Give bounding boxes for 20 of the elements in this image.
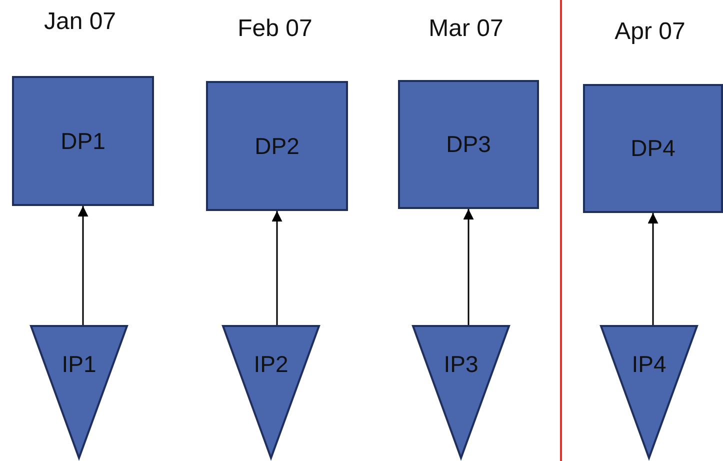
node-label: IP3 bbox=[444, 351, 478, 378]
node-label: DP3 bbox=[446, 131, 491, 158]
month-label: Feb 07 bbox=[238, 15, 312, 43]
process-box bbox=[583, 84, 723, 213]
arrow bbox=[272, 211, 282, 325]
node-label: DP4 bbox=[630, 135, 676, 162]
node-label: IP2 bbox=[254, 351, 288, 378]
node-label: IP4 bbox=[632, 351, 666, 378]
month-label: Apr 07 bbox=[614, 18, 686, 46]
month-label: Mar 07 bbox=[428, 15, 504, 43]
node-label: DP1 bbox=[60, 128, 106, 154]
process-box bbox=[12, 76, 154, 206]
process-box bbox=[398, 80, 539, 209]
process-box bbox=[206, 81, 348, 211]
arrow bbox=[78, 206, 88, 325]
node-label: DP2 bbox=[254, 132, 300, 160]
month-label: Jan 07 bbox=[44, 8, 116, 36]
arrow bbox=[463, 209, 474, 325]
node-label: IP1 bbox=[62, 351, 96, 378]
arrow bbox=[648, 213, 658, 325]
